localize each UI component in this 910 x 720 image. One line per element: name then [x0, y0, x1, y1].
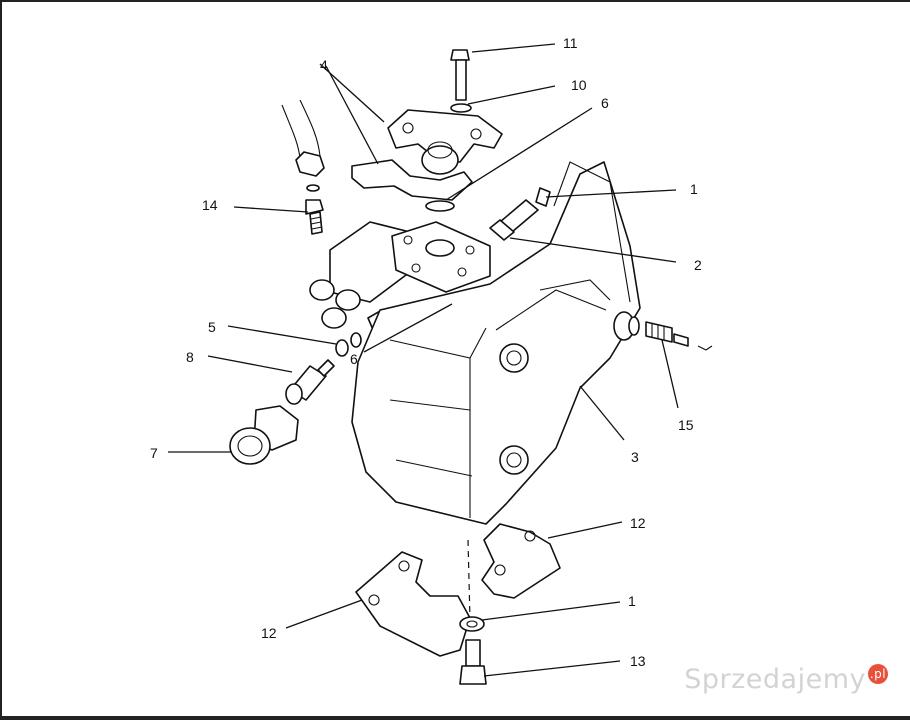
callout-10: 10: [571, 77, 587, 93]
window-bottom-border: [0, 716, 910, 720]
callout-7: 7: [150, 445, 158, 461]
part-4-clamp-lower: [351, 141, 473, 201]
callout-12-right: 12: [630, 515, 646, 531]
callout-labels: 11 10 4 6 1 14 2 5 6 8 15 7 3 12 1 12 13: [150, 35, 702, 669]
callout-6-top: 6: [601, 95, 609, 111]
part-1-bolt-right: [535, 187, 551, 207]
part-13-bolt: [459, 639, 487, 685]
callout-11: 11: [563, 35, 578, 51]
callout-14: 14: [202, 197, 218, 213]
part-12-plate-upper: [481, 523, 561, 599]
part-12-plate-lower: [355, 551, 471, 657]
part-1-washer-bottom: [459, 616, 485, 632]
part-6-oring-upper: [425, 200, 455, 212]
assembly-axis-line: [467, 539, 471, 621]
callout-2: 2: [694, 257, 702, 273]
control-valve-block: [309, 221, 491, 333]
callout-13: 13: [630, 653, 646, 669]
part-3-pump-housing: [351, 161, 641, 525]
window-left-border: [0, 0, 2, 720]
part-10-washer: [450, 103, 472, 113]
callout-4: 4: [320, 57, 328, 73]
leader-lines: [168, 43, 679, 677]
callout-5: 5: [208, 319, 216, 335]
part-14-fitting: [305, 184, 324, 235]
part-6-oring-lower: [350, 332, 362, 348]
part-5-oring: [335, 339, 349, 357]
window-top-border: [0, 0, 910, 2]
part-7-cap: [229, 405, 299, 465]
callout-1-bottom: 1: [628, 593, 636, 609]
hydraulic-hose: [281, 99, 325, 177]
callout-6-bottom: 6: [350, 351, 358, 367]
callout-1-right: 1: [690, 181, 698, 197]
callout-12-left: 12: [261, 625, 277, 641]
part-2-bolt: [489, 199, 539, 241]
watermark-text: Sprzedajemy: [684, 664, 866, 695]
part-15-fitting: [628, 316, 713, 351]
callout-3: 3: [631, 449, 639, 465]
callout-8: 8: [186, 349, 194, 365]
callout-15: 15: [678, 417, 694, 433]
watermark-badge: .pl: [868, 664, 888, 684]
part-8-sensor: [285, 359, 335, 405]
part-4-clamp-upper: [387, 109, 503, 163]
watermark: Sprzedajemy.pl: [684, 664, 888, 695]
part-11-bolt: [450, 49, 470, 101]
